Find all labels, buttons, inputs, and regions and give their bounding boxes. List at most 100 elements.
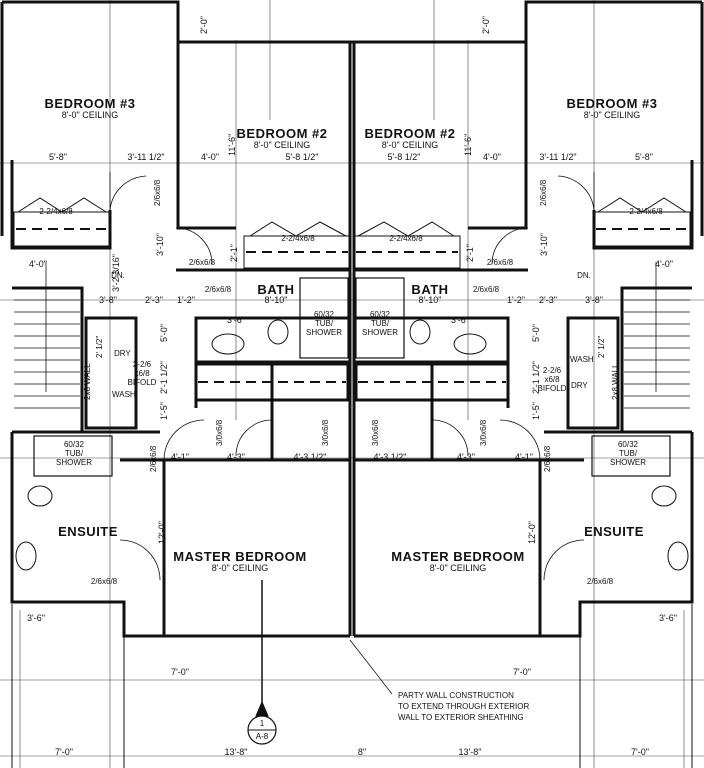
section-marker-number: 1 xyxy=(259,719,265,728)
door-label: 2/6x6/8 xyxy=(472,285,500,294)
party-wall-note: PARTY WALL CONSTRUCTION TO EXTEND THROUG… xyxy=(398,691,530,722)
room-label-ensuite-right: ENSUITE xyxy=(584,524,644,539)
bath-dimension: 8'-10" xyxy=(418,295,442,305)
door-label: 3/0x6/8 xyxy=(479,419,488,446)
door-label: 2/6x6/8 xyxy=(153,179,162,206)
dimension-text: 4'-1" xyxy=(171,452,189,462)
wall-label: 2x8 WALL xyxy=(83,363,92,400)
room-label-bedroom3-right: BEDROOM #3 xyxy=(566,96,658,111)
closet-door-label: 2-2/4x6/8 xyxy=(629,207,663,216)
dimension-text: 3'-6" xyxy=(27,613,45,623)
dryer-label: DRY xyxy=(571,381,588,390)
dimension-text: 1'-2" xyxy=(507,295,525,305)
dimension-text: 7'-0" xyxy=(631,747,649,757)
dimension-text: 5'-8" xyxy=(635,152,653,162)
dimension-text: 2'-3" xyxy=(539,295,557,305)
dimension-text: 3'-6" xyxy=(659,613,677,623)
dimension-text: 2'-1" xyxy=(465,244,475,262)
dimension-text: 5'-8 1/2" xyxy=(387,152,421,162)
dimension-text: 2'-1 1/2" xyxy=(159,361,169,394)
ceiling-label: 8'-0" CEILING xyxy=(583,110,641,120)
door-label: 3/0x6/8 xyxy=(321,419,330,446)
door-label: 2/6x6/8 xyxy=(543,445,552,472)
room-label-master-left: MASTER BEDROOM xyxy=(173,549,307,564)
dimension-text: 4'-0" xyxy=(483,152,501,162)
dimension-text: 7'-0" xyxy=(513,667,531,677)
dimension-text: 3'-11 1/2" xyxy=(127,152,165,162)
room-label-bedroom2-right: BEDROOM #2 xyxy=(364,126,456,141)
dimension-text: 2' 1/2" xyxy=(597,335,606,358)
dimension-text: 13'-8" xyxy=(224,747,248,757)
dimension-text: 3'-10" xyxy=(155,233,165,256)
washer-label: WASH xyxy=(112,390,136,399)
dimension-text: 4'-3" xyxy=(457,452,475,462)
room-label-bath-left: BATH xyxy=(257,282,295,297)
door-label: 2/6x6/8 xyxy=(90,577,118,586)
stair-down-label: DN. xyxy=(111,271,125,280)
dimension-text: 5'-8 1/2" xyxy=(285,152,319,162)
dimension-text: 1'-5" xyxy=(531,402,541,420)
room-label-ensuite-left: ENSUITE xyxy=(58,524,118,539)
door-label: 3/0x6/8 xyxy=(371,419,380,446)
closet-door-label: 2-2/4x6/8 xyxy=(39,207,73,216)
bath-dimension: 8'-10" xyxy=(264,295,288,305)
dimension-text: 2'-0" xyxy=(481,16,491,34)
dimension-text: 2' 1/2" xyxy=(95,335,104,358)
door-label: 2/6x6/8 xyxy=(539,179,548,206)
door-label: 2/6x6/8 xyxy=(149,445,158,472)
dimension-text: 2'-0" xyxy=(199,16,209,34)
dimension-text: 1'-2" xyxy=(177,295,195,305)
room-label-bedroom2-left: BEDROOM #2 xyxy=(236,126,328,141)
dryer-label: DRY xyxy=(114,349,131,358)
room-label-bath-right: BATH xyxy=(411,282,449,297)
dimension-text: 3'-8" xyxy=(99,295,117,305)
dimension-text: 3'-6" xyxy=(227,315,245,325)
dimension-text: 3'-2 3/16" xyxy=(111,254,121,292)
dimension-text: 2'-3" xyxy=(145,295,163,305)
dimension-text: 4'-3 1/2" xyxy=(373,452,407,462)
dimension-text: 7'-0" xyxy=(55,747,73,757)
dimension-text: 4'-0" xyxy=(201,152,219,162)
dimension-text: 2'-1" xyxy=(229,244,239,262)
door-label: 2/6x6/8 xyxy=(204,285,232,294)
dimension-text: 8" xyxy=(357,747,367,757)
dimension-text: 12'-0" xyxy=(157,521,167,544)
room-label-master-right: MASTER BEDROOM xyxy=(391,549,525,564)
ceiling-label: 8'-0" CEILING xyxy=(253,140,311,150)
wall-label: 2x8 WALL xyxy=(611,363,620,400)
dimension-text: 4'-0" xyxy=(29,259,47,269)
dimension-text: 13'-8" xyxy=(458,747,482,757)
dimension-text: 12'-0" xyxy=(527,521,537,544)
ceiling-label: 8'-0" CEILING xyxy=(211,563,269,573)
dimension-text: 5'-0" xyxy=(531,324,541,342)
ceiling-label: 8'-0" CEILING xyxy=(381,140,439,150)
dimension-text: 5'-8" xyxy=(49,152,67,162)
door-label: 2/6x6/8 xyxy=(188,258,216,267)
ceiling-label: 8'-0" CEILING xyxy=(429,563,487,573)
dimension-text: 4'-0" xyxy=(655,259,673,269)
dimension-text: 1'-5" xyxy=(159,402,169,420)
stair-down-label: DN. xyxy=(577,271,591,280)
closet-door-label: 2-2/4x6/8 xyxy=(281,234,315,243)
ceiling-label: 8'-0" CEILING xyxy=(61,110,119,120)
dimension-text: 3'-8" xyxy=(585,295,603,305)
dimension-text: 3'-6" xyxy=(451,315,469,325)
dimension-text: 5'-0" xyxy=(159,324,169,342)
dimension-text: 4'-3 1/2" xyxy=(293,452,327,462)
dimension-text: 3'-11 1/2" xyxy=(539,152,577,162)
room-label-bedroom3-left: BEDROOM #3 xyxy=(44,96,136,111)
door-label: 2/6x6/8 xyxy=(586,577,614,586)
dimension-text: 4'-1" xyxy=(515,452,533,462)
door-label: 2/6x6/8 xyxy=(486,258,514,267)
dimension-text: 3'-10" xyxy=(539,233,549,256)
door-label: 3/0x6/8 xyxy=(215,419,224,446)
dimension-text: 11'-6" xyxy=(463,133,473,156)
dimension-text: 11'-6" xyxy=(227,133,237,156)
section-marker-sheet: A-8 xyxy=(255,732,269,741)
closet-door-label: 2-2/4x6/8 xyxy=(389,234,423,243)
